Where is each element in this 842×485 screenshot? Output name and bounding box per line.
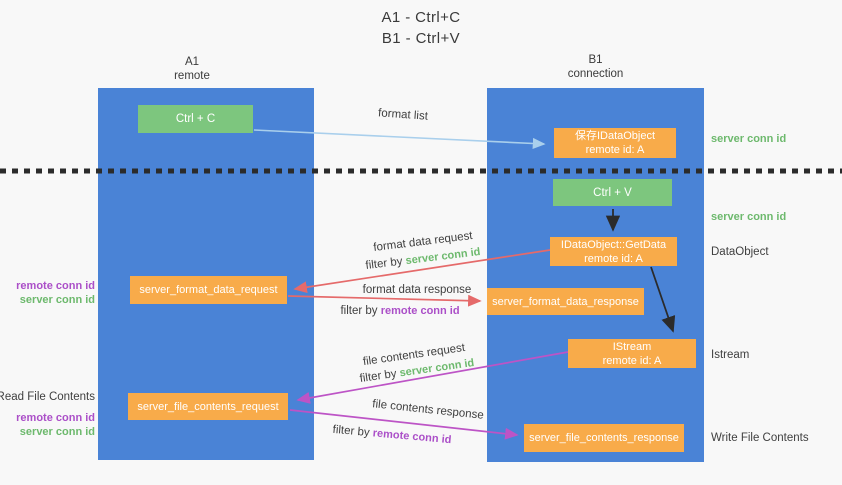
lane-b1-name: B1 bbox=[588, 54, 603, 66]
lane-b1-header: B1 connection bbox=[487, 53, 704, 81]
istream-line1: IStream bbox=[612, 340, 652, 353]
server-file-contents-request-node: server_file_contents_request bbox=[128, 393, 288, 420]
istream-line2: remote id: A bbox=[602, 354, 662, 367]
save-idataobject-line2: remote id: A bbox=[585, 144, 645, 156]
label-format-data-response: format data response bbox=[362, 284, 472, 296]
title-line-1: A1 - Ctrl+C bbox=[381, 9, 461, 26]
server-format-data-request-node: server_format_data_request bbox=[130, 276, 287, 304]
left-remote-conn-id-1: remote conn id bbox=[16, 280, 95, 292]
left-server-conn-id-2: server conn id bbox=[19, 426, 95, 438]
left-read-file-contents-label: Read File Contents bbox=[0, 391, 95, 403]
arrow-file-contents-response bbox=[289, 409, 519, 440]
right-server-conn-id-2: server conn id bbox=[711, 211, 787, 223]
idataobject-getdata-node: IDataObject::GetData remote id: A bbox=[550, 237, 677, 266]
getdata-line2: remote id: A bbox=[584, 252, 643, 265]
ctrl-v-node: Ctrl + V bbox=[553, 179, 672, 206]
arrow-format-list bbox=[253, 129, 546, 150]
filter-by-text: filter by bbox=[340, 305, 378, 317]
label-filter-by-remote-conn-id-1: filter by remote conn id bbox=[340, 305, 460, 317]
arrow-file-contents-request bbox=[296, 351, 569, 404]
right-write-file-contents-label: Write File Contents bbox=[711, 432, 809, 444]
arrow-format-data-request bbox=[293, 249, 551, 294]
left-conn-id-group-2: remote conn id server conn id bbox=[16, 411, 95, 439]
ctrl-c-node: Ctrl + C bbox=[138, 105, 253, 133]
left-remote-conn-id-2: remote conn id bbox=[16, 412, 95, 424]
lane-a1-name: A1 bbox=[184, 56, 200, 68]
lane-a1-header: A1 remote bbox=[84, 55, 300, 83]
right-istream-label: Istream bbox=[711, 349, 750, 361]
diagram-title: A1 - Ctrl+C B1 - Ctrl+V bbox=[0, 7, 842, 49]
server-file-contents-response-node: server_file_contents_response bbox=[524, 424, 684, 452]
istream-node: IStream remote id: A bbox=[568, 339, 696, 368]
save-idataobject-line1: 保存IDataObject bbox=[574, 130, 656, 142]
arrow-getdata-to-istream bbox=[650, 266, 676, 333]
right-server-conn-id-1: server conn id bbox=[711, 133, 787, 145]
title-line-2: B1 - Ctrl+V bbox=[381, 30, 461, 47]
lane-a1-subtitle: remote bbox=[174, 70, 210, 82]
save-idataobject-node: 保存IDataObject remote id: A bbox=[554, 128, 676, 158]
left-conn-id-group-1: remote conn id server conn id bbox=[16, 279, 95, 307]
arrow-format-data-response bbox=[287, 294, 482, 307]
getdata-line1: IDataObject::GetData bbox=[560, 238, 667, 251]
server-format-data-response-node: server_format_data_response bbox=[487, 288, 644, 315]
left-server-conn-id-1: server conn id bbox=[19, 294, 95, 306]
remote-conn-id-text: remote conn id bbox=[380, 305, 460, 317]
right-dataobject-label: DataObject bbox=[711, 246, 769, 258]
lane-b1-subtitle: connection bbox=[567, 68, 624, 80]
